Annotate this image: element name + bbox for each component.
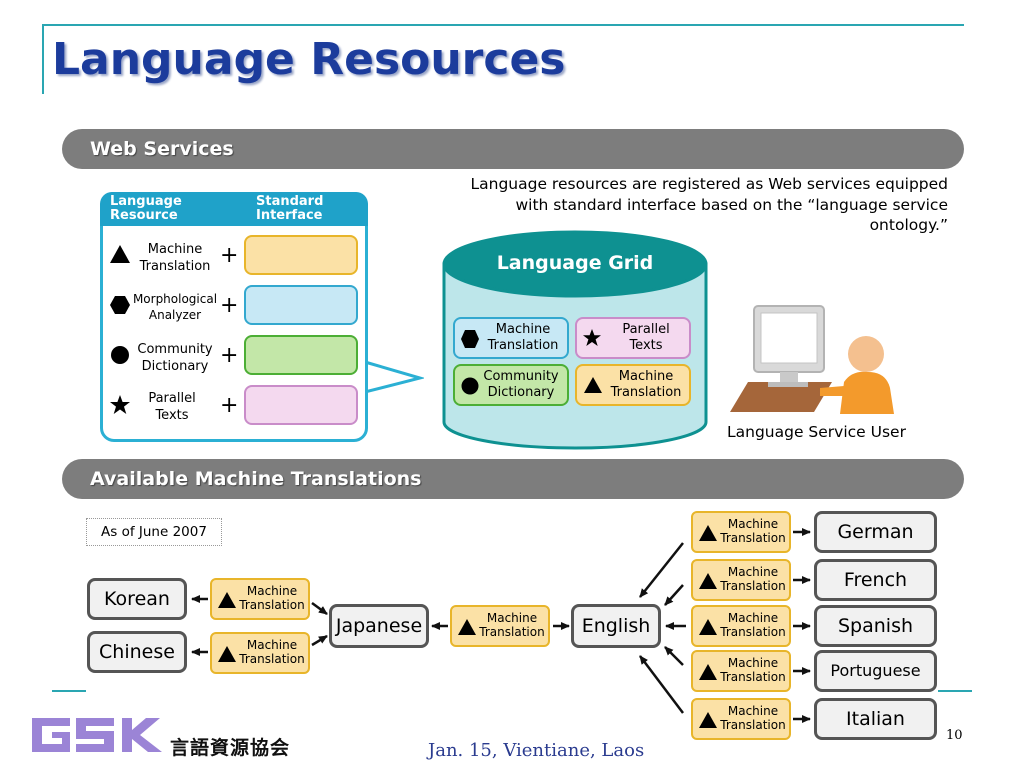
interface-slot-pt [244,385,358,425]
section-available-mt: Available Machine Translations [62,459,964,499]
triangle-icon [218,592,236,608]
lang-chinese: Chinese [87,631,187,673]
user-head [848,336,884,372]
as-of-date-box: As of June 2007 [86,518,222,546]
footer-rule-left [52,690,86,692]
logo-japanese-text: 言語資源協会 [170,737,291,759]
lang-german: German [814,511,937,553]
triangle-icon [699,525,717,541]
service-user-illustration [730,305,894,414]
hexagon-icon [461,330,479,348]
star-icon [583,329,601,346]
plus-sign: + [220,393,239,418]
plus-sign: + [220,293,239,318]
lang-portuguese: Portuguese [814,650,937,692]
triangle-icon [699,619,717,635]
circle-icon [461,377,479,395]
lang-korean: Korean [87,578,187,620]
intro-note: Language resources are registered as Web… [470,175,949,234]
footer-event: Jan. 15, Vientiane, Laos [428,740,645,761]
lang-english: English [571,604,661,648]
triangle-icon [699,664,717,680]
interface-slot-ma [244,285,358,325]
desk-shape [730,382,832,412]
triangle-icon [218,646,236,662]
lang-japanese: Japanese [329,604,429,648]
resource-panel-header [100,192,368,226]
interface-slot-mt [244,235,358,275]
language-grid-title: Language Grid [496,252,654,274]
triangle-icon [699,712,717,728]
title-rule-left [42,24,44,94]
plus-sign: + [220,343,239,368]
triangle-icon [584,377,602,393]
triangle-icon [110,245,130,263]
interface-slot-cd [244,335,358,375]
triangle-icon [458,619,476,635]
plus-sign: + [220,243,239,268]
star-icon [110,395,130,414]
gsk-logo [32,718,162,752]
circle-icon [111,346,129,364]
page-title: Language Resources [52,34,566,85]
lang-italian: Italian [814,698,937,740]
lang-french: French [814,559,937,601]
triangle-icon [699,573,717,589]
footer-rule-right [938,690,972,692]
hexagon-icon [110,296,130,314]
service-user-label: Language Service User [727,423,906,441]
lang-spanish: Spanish [814,605,937,647]
section-web-services: Web Services [62,129,964,169]
page-number: 10 [946,728,963,743]
title-rule [42,24,964,26]
user-body [840,371,894,414]
